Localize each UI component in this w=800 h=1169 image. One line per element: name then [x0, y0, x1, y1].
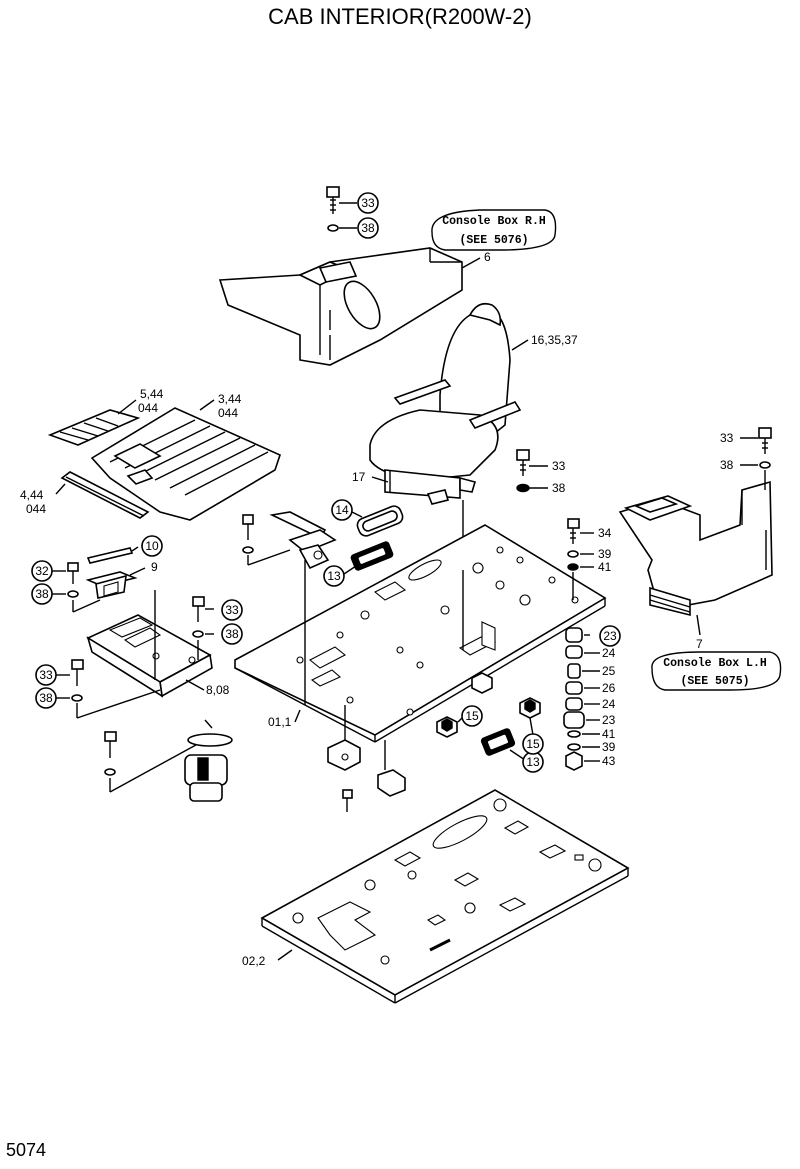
callout-41-b: 41: [602, 727, 616, 741]
bolt-33-center: [192, 596, 205, 660]
bolt-33-top: [326, 186, 340, 232]
callout-38-mid: 38: [552, 481, 566, 495]
floor-plate-02: [260, 789, 630, 1004]
block-lower-2: [377, 740, 406, 797]
callout-044-b: 044: [218, 406, 238, 420]
callout-14: 14: [335, 503, 349, 517]
callout-15-a: 15: [465, 709, 479, 723]
callout-6: 6: [484, 250, 491, 264]
callout-044-a: 044: [138, 401, 158, 415]
callout-24-a: 24: [602, 646, 616, 660]
callout-43: 43: [602, 754, 616, 768]
plate-10: [86, 547, 134, 564]
callout-7: 7: [696, 637, 703, 651]
callout-41-a: 41: [598, 560, 612, 574]
callout-38-right: 38: [720, 458, 734, 472]
callout-25: 25: [602, 664, 616, 678]
callout-5-44: 5,44: [140, 387, 164, 401]
callout-4-44: 4,44: [20, 488, 44, 502]
note-console-rh-line1: Console Box R.H: [442, 215, 546, 228]
callout-32: 32: [35, 564, 49, 578]
callout-01-1: 01,1: [268, 715, 292, 729]
callout-23-a: 23: [603, 629, 617, 643]
bolt-lower-center: [342, 789, 353, 812]
callout-38: 38: [361, 221, 375, 235]
note-console-lh-line2: (SEE 5075): [680, 675, 749, 688]
page-number: 5074: [6, 1140, 47, 1160]
callout-33-center: 33: [225, 603, 239, 617]
bolt-pedal: [242, 514, 291, 566]
gasket-13-b: [480, 728, 516, 756]
floor-mat-4: [60, 471, 150, 519]
callout-044-c: 044: [26, 502, 46, 516]
callout-39-b: 39: [602, 740, 616, 754]
callout-13-a: 13: [327, 569, 341, 583]
callout-38-l1: 38: [35, 587, 49, 601]
callout-17: 17: [352, 470, 366, 484]
pedal-bracket: [269, 511, 337, 705]
mount-stack: [563, 627, 585, 771]
floor-plate-01: [234, 524, 607, 743]
callout-38-center: 38: [225, 627, 239, 641]
callout-16-35-37: 16,35,37: [531, 333, 578, 347]
gasket-14: [356, 505, 404, 537]
callout-15-b: 15: [526, 737, 540, 751]
floor-mat-3: [90, 407, 281, 521]
callout-3-44: 3,44: [218, 392, 242, 406]
note-console-lh-line1: Console Box L.H: [663, 657, 767, 670]
block-lower-1: [327, 705, 361, 771]
block-9: [85, 571, 138, 599]
callout-33-mid: 33: [552, 459, 566, 473]
page-title: CAB INTERIOR(R200W-2): [268, 4, 532, 29]
callout-34: 34: [598, 526, 612, 540]
bolt-32: [67, 562, 101, 613]
callout-10: 10: [145, 539, 159, 553]
callout-26: 26: [602, 681, 616, 695]
callout-24-b: 24: [602, 697, 616, 711]
floor-mat-5: [47, 409, 141, 446]
callout-8-08: 8,08: [206, 683, 230, 697]
callout-38-left: 38: [39, 691, 53, 705]
cover-8: [86, 590, 213, 698]
callout-33: 33: [361, 196, 375, 210]
callout-02-2: 02,2: [242, 954, 266, 968]
switch-assembly: [184, 719, 233, 802]
nut-15-b: [471, 672, 541, 719]
gasket-13-a: [350, 541, 394, 571]
bolt-lower-left: [104, 731, 206, 793]
callout-33-right: 33: [720, 431, 734, 445]
callout-39-a: 39: [598, 547, 612, 561]
operator-seat: [369, 302, 522, 570]
callout-13-b: 13: [526, 755, 540, 769]
console-box-lh: [618, 480, 773, 617]
callout-23-b: 23: [602, 713, 616, 727]
bolt-33-left: [71, 659, 161, 719]
callout-9: 9: [151, 560, 158, 574]
callout-33-left: 33: [39, 668, 53, 682]
note-console-rh-line2: (SEE 5076): [459, 234, 528, 247]
bolt-33-mid: [516, 449, 530, 493]
bolt-34: [567, 518, 580, 600]
console-box-rh: [218, 247, 463, 366]
nut-15-a: [436, 716, 458, 738]
bolt-33-right: [758, 427, 772, 490]
